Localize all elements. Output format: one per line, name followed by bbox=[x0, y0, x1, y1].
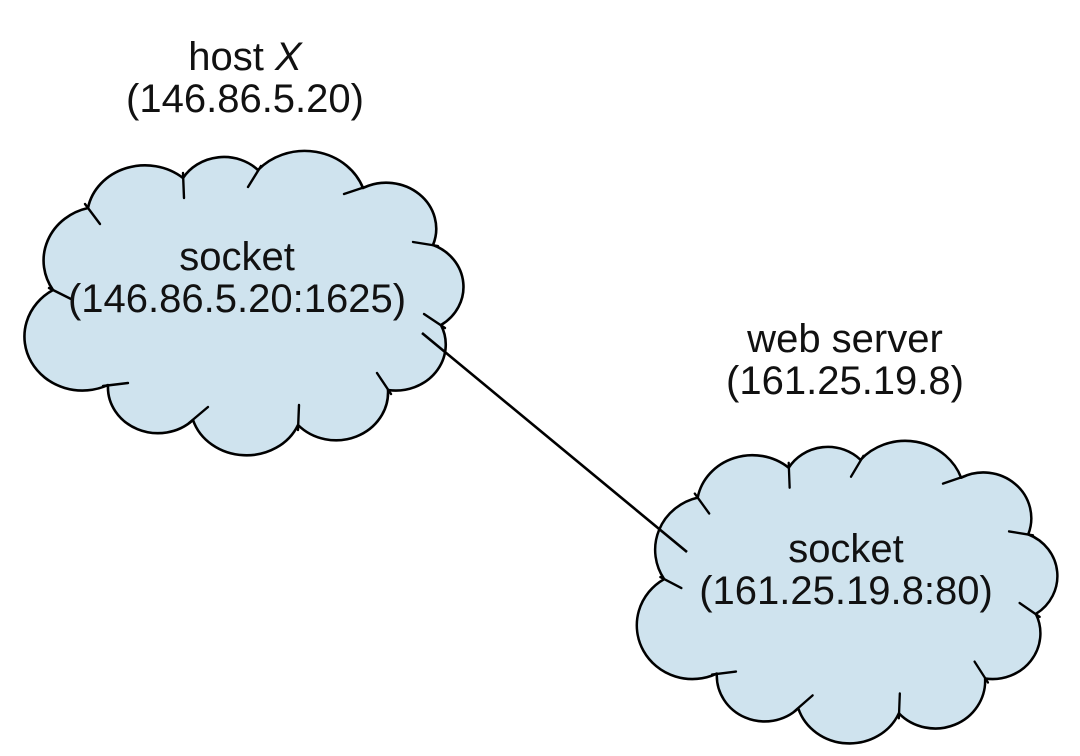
web-server-label: web server (161.25.19.8) bbox=[726, 318, 964, 402]
server-socket-label: socket (161.25.19.8:80) bbox=[699, 528, 993, 612]
host-ip-address: (146.86.5.20) bbox=[126, 77, 364, 121]
server-socket-address: (161.25.19.8:80) bbox=[699, 569, 993, 613]
web-server-ip-address: (161.25.19.8) bbox=[726, 359, 964, 403]
host-socket-address: (146.86.5.20:1625) bbox=[67, 277, 407, 321]
server-socket-title: socket bbox=[788, 527, 904, 571]
host-socket-label: socket (146.86.5.20:1625) bbox=[68, 236, 406, 320]
host-title-text: host bbox=[188, 35, 276, 79]
web-server-title: web server bbox=[747, 317, 943, 361]
host-socket-title: socket bbox=[179, 235, 295, 279]
host-title: host X bbox=[126, 36, 364, 78]
connection-line bbox=[421, 331, 688, 554]
host-label: host X (146.86.5.20) bbox=[126, 36, 364, 120]
host-name-variable: X bbox=[275, 35, 302, 79]
